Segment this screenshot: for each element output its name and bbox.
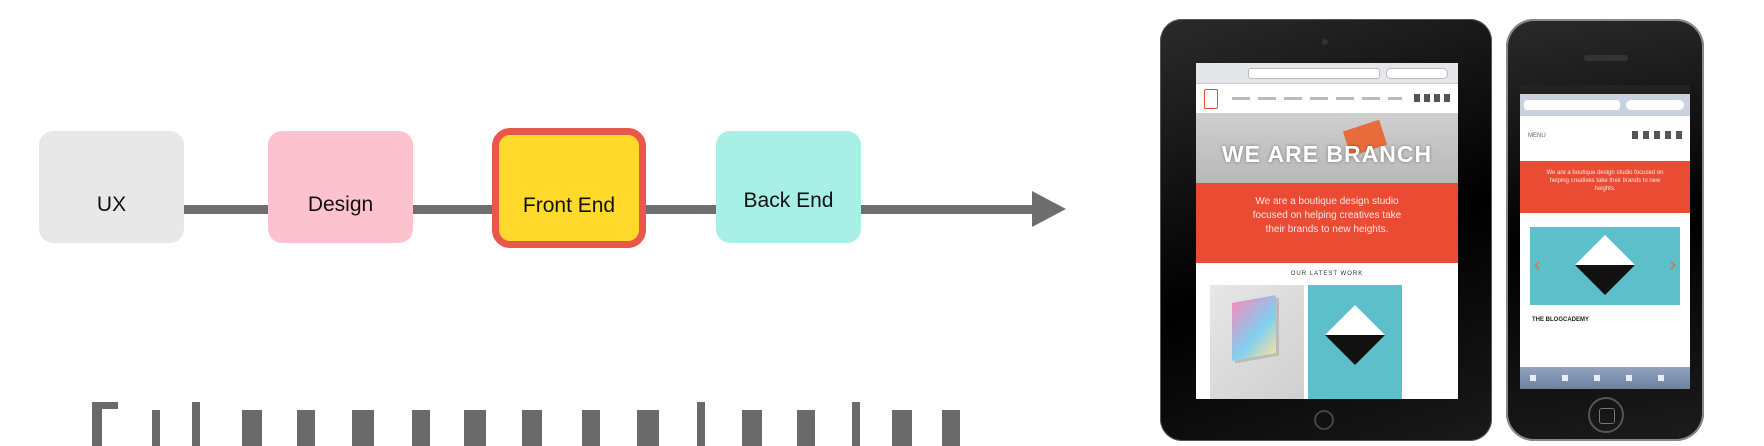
intro-section: We are a boutique design studio focused … [1196,183,1458,263]
status-bar [1520,85,1690,94]
browser-toolbar [1520,367,1690,389]
site-nav [1196,83,1458,114]
stage-label: Design [307,193,374,216]
phone-screen: MENU We are a boutique design studio foc… [1520,85,1690,389]
home-button-icon [1314,410,1334,430]
tablet-screen: WE ARE BRANCH We are a boutique design s… [1196,63,1458,399]
chevron-left-icon: ‹ [1534,254,1541,276]
cropped-graphic-icon [92,402,960,446]
connector-ux-design [182,205,270,214]
connector-frontend-backend [644,205,718,214]
stage-front-end: Front End [492,128,646,248]
intro-text: We are a boutique design studio focused … [1252,196,1402,235]
work-thumbnail-logo [1308,285,1402,399]
stage-label: Back End [743,189,834,212]
tablet-device: WE ARE BRANCH We are a boutique design s… [1160,19,1492,441]
stage-design: Design [268,131,413,243]
stage-label: Front End [522,194,616,217]
browser-bar [1520,94,1690,116]
phone-device: MENU We are a boutique design studio foc… [1506,19,1704,441]
work-thumbnail-logo: ‹ › [1530,227,1680,305]
work-caption: THE BLOGCADEMY [1532,317,1589,323]
camera-icon [1322,39,1328,45]
menu-label: MENU [1528,133,1546,139]
workflow-diagram: UX Design Front End Back End [39,128,1066,248]
arrow-head-icon [1032,191,1066,227]
work-thumbnail-book [1210,285,1304,399]
home-button-icon [1588,397,1624,433]
diamond-logo-icon [1325,305,1385,335]
speaker-icon [1584,55,1628,61]
connector-design-frontend [412,205,494,214]
hero-text: WE ARE BRANCH [1221,141,1433,167]
section-heading: OUR LATEST WORK [1290,271,1364,277]
browser-bar [1196,63,1458,84]
cropped-bottom-graphic [92,396,972,446]
diamond-logo-icon [1575,235,1635,265]
intro-section: We are a boutique design studio focused … [1520,161,1690,213]
intro-text: We are a boutique design studio focused … [1546,170,1664,192]
connector-backend-output [858,205,1034,214]
stage-ux: UX [39,131,184,243]
stage-label: UX [96,193,127,216]
hero-banner: WE ARE BRANCH [1196,113,1458,183]
stage-back-end: Back End [716,131,861,243]
logo-icon [1204,89,1218,109]
chevron-right-icon: › [1669,254,1676,276]
